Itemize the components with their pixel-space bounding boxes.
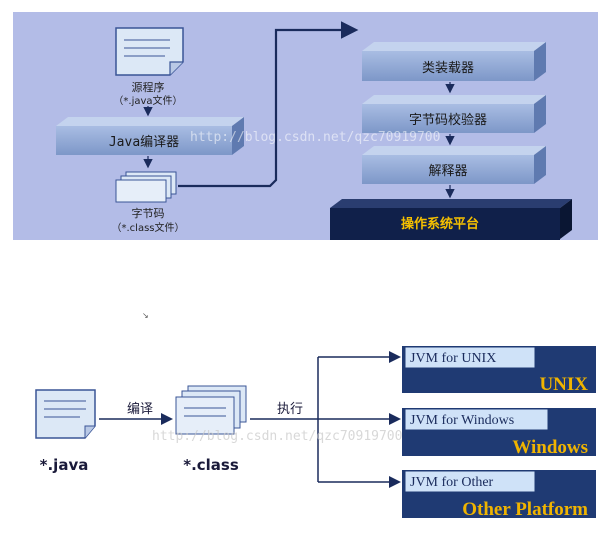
platform-other-label: Other Platform [462, 499, 588, 520]
bytecode-verifier-label: 字节码校验器 [409, 112, 487, 128]
jvm-unix-label: JVM for UNIX [410, 351, 496, 366]
os-platform-label: 操作系统平台 [401, 216, 479, 232]
class-file-label: *.class [183, 456, 239, 474]
class-documents-icon [175, 385, 247, 435]
bytecode-verifier-box [362, 95, 546, 133]
watermark-bottom: http://blog.csdn.net/qzc70919700 [152, 429, 402, 444]
jvm-windows-box [402, 408, 596, 456]
bytecode-documents-icon [115, 171, 177, 203]
platform-windows-label: Windows [512, 437, 588, 458]
compiler-label: Java编译器 [109, 135, 179, 150]
stray-mark: ↘ [142, 311, 149, 320]
jvm-windows-label: JVM for Windows [410, 413, 514, 428]
interpreter-label: 解释器 [428, 164, 467, 179]
class-loader-label: 类装载器 [422, 61, 474, 76]
java-document-icon [35, 389, 96, 439]
java-file-label: *.java [40, 456, 89, 474]
source-label: 源程序 [132, 80, 165, 94]
connector-bytecode-to-loader [178, 21, 359, 188]
class-loader-box [362, 42, 546, 81]
interpreter-box [362, 146, 546, 184]
jvm-unix-box [402, 346, 596, 393]
jvm-other-box [402, 470, 596, 518]
watermark-top: http://blog.csdn.net/qzc70919700 [190, 130, 440, 145]
bytecode-sub-label: （*.class文件） [111, 221, 184, 234]
source-document-icon [115, 27, 184, 76]
compiler-box [56, 117, 244, 155]
os-platform-box [330, 199, 572, 240]
compile-label: 编译 [127, 402, 153, 417]
jvm-other-label: JVM for Other [410, 475, 494, 490]
top-diagram: 源程序 （*.java文件） Java编译器 字节码 （*.class文件） [13, 12, 598, 240]
platform-unix-label: UNIX [539, 374, 588, 395]
bottom-diagram: *.java 编译 *.class 执行 JVM for UNIX UNIX [35, 346, 596, 520]
bytecode-label: 字节码 [132, 206, 165, 220]
execute-label: 执行 [277, 402, 303, 417]
source-sub-label: （*.java文件） [113, 94, 182, 107]
